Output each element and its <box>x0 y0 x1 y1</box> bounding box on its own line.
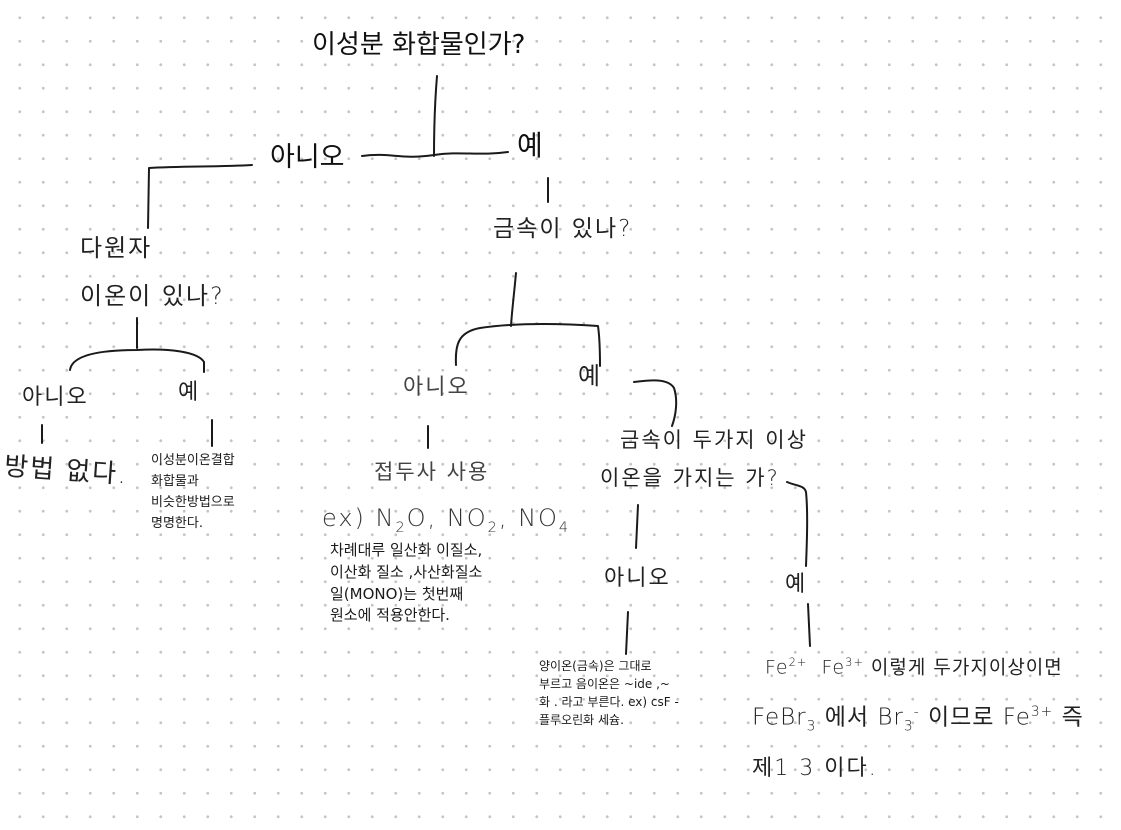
polyatomic-question-line2: 이온이 있나? <box>80 282 225 310</box>
nometal-example-prefix: ex) <box>322 504 376 532</box>
formula-separator: , <box>498 504 519 532</box>
connector-mq-no-down <box>625 611 629 655</box>
ion-charge-3plus: 3+ <box>845 655 864 669</box>
multi-ion-no-label: 아니오 <box>604 566 671 591</box>
connector-to-no <box>147 164 253 229</box>
multi-ion-yes-line3: 제1 3 이다. <box>752 756 878 781</box>
multi-ion-question-line1: 금속이 두가지 이상 <box>620 428 808 452</box>
formula-term: N2O <box>375 504 428 536</box>
formula-subscript: 2 <box>487 519 499 536</box>
root-yes-label: 예 <box>517 129 543 162</box>
formula-base: NO <box>446 504 488 532</box>
nometal-result: 접두사 사용 <box>374 460 490 484</box>
polyatomic-yes-label: 예 <box>178 380 201 405</box>
multi-ion-no-result: 양이온(금속)은 그대로 부르고 음이온은 ~ide ,~ 화 . 라고 부른다… <box>539 659 679 727</box>
text-jeuk: 즉 <box>1061 704 1084 731</box>
connector-root-horizontal <box>361 151 509 158</box>
nometal-no-label: 아니오 <box>403 375 470 400</box>
multi-ion-yes-text: 이렇게 두가지이상이면 <box>870 656 1063 679</box>
formula-term: NO4 <box>518 504 570 536</box>
nometal-example-terms: N2O, NO2, NO4 <box>375 504 571 536</box>
multi-ion-question-line2: 이온을 가지는 가? <box>600 466 780 490</box>
formula-sub: 3 <box>806 718 817 735</box>
formula-base: N <box>375 504 396 532</box>
multi-ion-yes-line2: FeBr3 에서 Br3- 이므로 Fe3+ 즉 <box>752 704 1084 735</box>
ion-fe: Fe <box>765 656 789 679</box>
ion-br-sub: 3 <box>903 718 914 735</box>
ion-fe: Fe <box>1002 704 1031 731</box>
nometal-note: 차례대루 일산화 이질소, 이산화 질소 ,사산화질소 일(MONO)는 첫번째… <box>330 541 483 625</box>
connector-right-q-trunk <box>510 272 517 327</box>
connector-root-trunk <box>433 75 438 157</box>
connector-mq-right-hook <box>786 481 809 567</box>
polyatomic-yes-result: 이성분이온결합 화합물과 비슷한방법으로 명명한다. <box>151 453 235 532</box>
formula-base: NO <box>518 504 559 532</box>
multi-ion-yes-line1: Fe2+ Fe3+ 이렇게 두가지이상이면 <box>765 655 1063 679</box>
formula-separator: , <box>427 504 447 532</box>
ion-charge-3plus: 3+ <box>1030 704 1054 720</box>
connector-left-split <box>69 348 205 373</box>
text-imeuro: 이므로 <box>927 704 1003 731</box>
connector-right-split <box>454 323 601 367</box>
ion-charge-2plus: 2+ <box>788 655 808 669</box>
root-question: 이성분 화합물인가? <box>312 30 526 60</box>
formula-tail: O <box>406 504 428 532</box>
nometal-example: ex) N2O, NO2, NO4 <box>322 504 570 537</box>
multi-ion-yes-label: 예 <box>785 572 808 597</box>
text-eseo: 에서 <box>824 704 878 731</box>
metal-yes-label: 예 <box>578 362 603 390</box>
connector-metal-yes-right <box>633 379 678 427</box>
root-no-label: 아니오 <box>270 142 345 173</box>
formula-term: NO2 <box>446 504 499 536</box>
ion-br-charge: - <box>913 704 920 720</box>
metal-question: 금속이 있나? <box>493 216 633 242</box>
ion-br: Br <box>877 704 904 731</box>
formula-subscript: 4 <box>558 519 571 536</box>
polyatomic-question-line1: 다원자 <box>80 234 153 262</box>
polyatomic-no-label: 아니오 <box>22 385 89 410</box>
connector-mq-left-down <box>635 504 639 549</box>
formula-subscript: 2 <box>395 519 407 536</box>
formula-febr: FeBr <box>752 704 807 731</box>
connector-mq-yes-down <box>807 603 811 647</box>
ion-fe: Fe <box>821 656 846 679</box>
